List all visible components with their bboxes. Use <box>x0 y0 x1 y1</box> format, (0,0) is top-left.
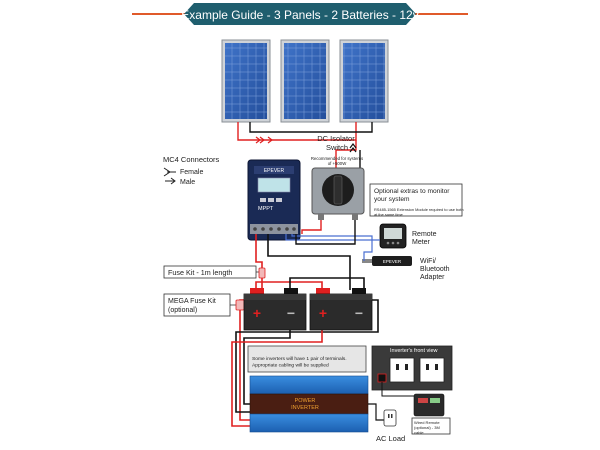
outlet-1 <box>389 357 415 383</box>
mc4-male-mark <box>267 136 273 144</box>
battery-to-inverter-neg-2 <box>243 330 291 405</box>
plug-icon <box>383 409 397 427</box>
isolator-title-line: DC Isolator <box>317 134 355 143</box>
isolator-to-controller-pos <box>301 220 322 234</box>
battery-2-plus: + <box>319 305 327 321</box>
battery-1-plus: + <box>253 305 261 321</box>
panel-negative-wire <box>249 122 373 133</box>
fuse-kit-label: Fuse Kit - 1m length <box>168 268 232 277</box>
battery-to-inverter-neg <box>235 299 379 413</box>
solar-panel-2 <box>280 39 330 123</box>
inverter-label-1: POWER <box>295 398 316 404</box>
ac-load-label: AC Load <box>376 434 405 443</box>
mega-fuse <box>235 299 245 311</box>
mega-fuse-callout: MEGA Fuse Kit(optional) <box>163 293 240 317</box>
inline-fuse <box>258 267 266 279</box>
battery-1: + − <box>243 288 307 331</box>
mc4-female-mark-2 <box>349 143 357 153</box>
inverter-note-text: Some inverters will have 1 pair of termi… <box>252 356 347 369</box>
extras-note: RS485-1565 Extension Module required to … <box>374 207 464 217</box>
mc4-heading: MC4 Connectors <box>163 155 220 164</box>
page-title: Example Guide - 3 Panels - 2 Batteries -… <box>181 8 418 22</box>
rj-port <box>377 373 387 383</box>
solar-panel-1 <box>221 39 271 123</box>
mega-fuse-label: MEGA Fuse Kit(optional) <box>168 298 216 314</box>
inverter-front-view: Inverter's front view <box>371 345 453 397</box>
isolator-to-controller-neg <box>295 220 356 245</box>
comms-to-wifi <box>291 234 373 261</box>
dc-isolator: DC Isolator Switch Recommended for syste… <box>311 134 365 220</box>
battery-1-minus: − <box>287 305 295 321</box>
ac-load: AC Load <box>368 403 405 443</box>
comms-wiring <box>285 234 380 261</box>
controller-screen <box>257 177 291 193</box>
ac-load-cable <box>368 403 386 421</box>
mc4-female-label: Female <box>180 169 203 176</box>
mc4-male-icon <box>165 177 176 185</box>
title-background <box>184 3 416 25</box>
battery-2-minus: − <box>355 305 363 321</box>
fuse-kit-callout: Fuse Kit - 1m length <box>163 265 262 279</box>
mc4-legend: MC4 Connectors Female Male <box>163 155 220 186</box>
battery-wiring <box>231 234 379 427</box>
battery-link-pos <box>255 281 323 290</box>
controller-model: MPPT <box>258 206 274 212</box>
remote-cable <box>381 382 414 397</box>
inverter: POWER INVERTER <box>249 375 369 433</box>
battery-to-inverter-pos-2 <box>231 330 323 427</box>
battery-link-neg <box>289 277 365 290</box>
mc4-male-label: Male <box>180 179 195 186</box>
outlet-2 <box>419 357 445 383</box>
charge-controller: EPEVER MPPT <box>247 159 301 241</box>
panel-drop-to-isolator-pos <box>335 140 357 170</box>
battery-2: + − <box>309 288 373 331</box>
controller-to-battery-neg <box>267 234 351 290</box>
wifi-brand: EPEVER <box>383 259 402 264</box>
isolator-title: DC Isolator Switch <box>317 134 357 152</box>
front-view-label: Inverter's front view <box>390 348 438 354</box>
solar-panel-3 <box>339 39 389 123</box>
controller-brand: EPEVER <box>264 168 285 174</box>
panel-positive-wire <box>237 122 357 141</box>
inverter-label-2: INVERTER <box>291 405 319 411</box>
comms-to-meter <box>285 234 380 241</box>
inverter-note: Some inverters will have 1 pair of termi… <box>247 345 367 373</box>
mc4-female-icon <box>163 167 176 177</box>
title-banner: Example Guide - 3 Panels - 2 Batteries -… <box>132 3 468 25</box>
mc4-female-mark <box>255 136 265 144</box>
panel-wiring <box>237 122 373 170</box>
mc4-marks-panels <box>255 136 357 153</box>
controller-isolator-wiring <box>295 220 356 245</box>
